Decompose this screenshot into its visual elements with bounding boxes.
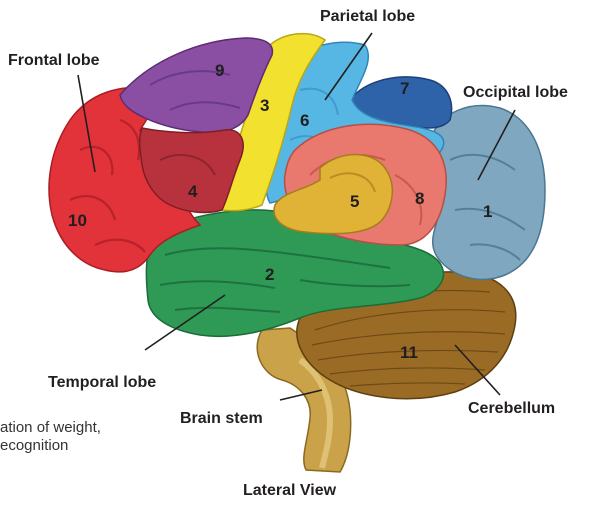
region-number-11: 11 [400, 343, 418, 362]
cerebellum-label: Cerebellum [468, 400, 555, 418]
diagram-caption: Lateral View [243, 482, 336, 500]
frontal-lobe-label: Frontal lobe [8, 52, 100, 70]
region-number-10: 10 [68, 211, 87, 230]
region-number-1: 1 [483, 202, 492, 221]
occipital-lobe-region [429, 106, 545, 280]
region-number-8: 8 [415, 189, 424, 208]
cut-off-text-line-1: ation of weight, [0, 419, 101, 436]
region-number-4: 4 [188, 182, 198, 201]
region-number-9: 9 [215, 61, 224, 80]
brain-stem-label: Brain stem [180, 410, 263, 428]
region-number-2: 2 [265, 265, 274, 284]
region-number-6: 6 [300, 111, 309, 130]
region-number-5: 5 [350, 192, 359, 211]
temporal-lobe-label: Temporal lobe [48, 374, 156, 392]
region-number-3: 3 [260, 96, 269, 115]
region-number-7: 7 [400, 79, 409, 98]
cut-off-text-line-2: ecognition [0, 437, 68, 454]
occipital-lobe-label: Occipital lobe [463, 84, 568, 102]
parietal-lobe-label: Parietal lobe [320, 8, 415, 26]
